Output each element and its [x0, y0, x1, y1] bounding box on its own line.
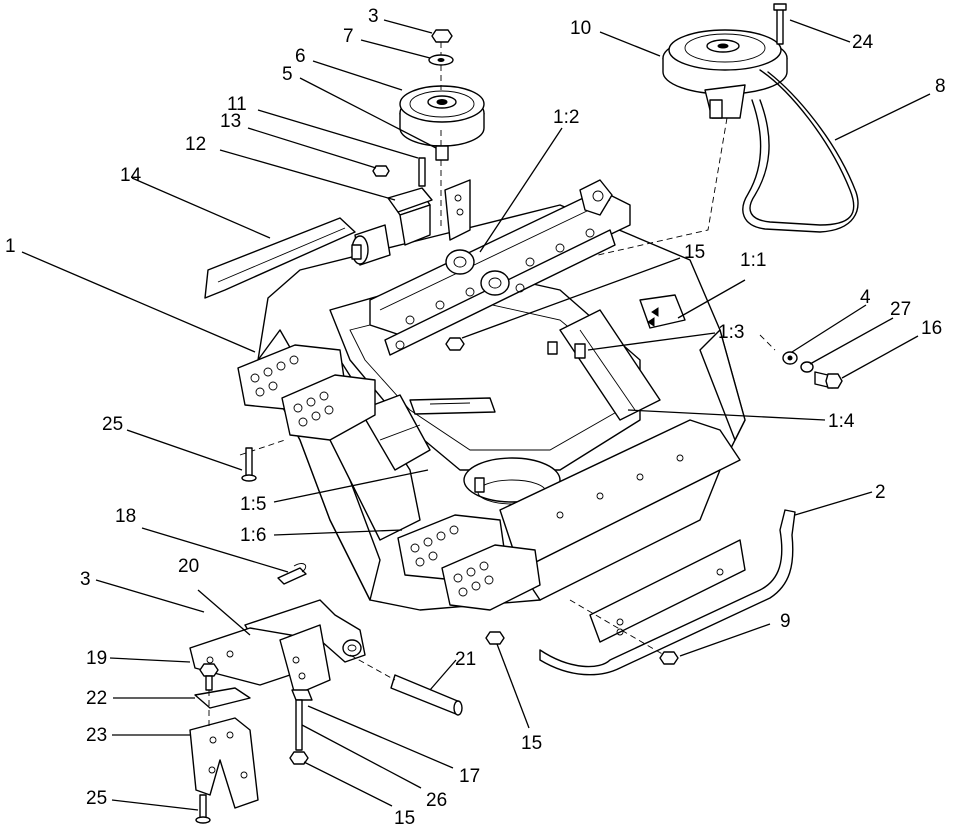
callout-13: 13 — [220, 111, 241, 132]
callout-15-upper: 15 — [684, 242, 705, 263]
callout-labels: 3 7 6 5 11 13 12 14 1 1:2 10 24 8 15 1:1… — [5, 6, 946, 829]
height-holes-rear-2 — [293, 391, 334, 427]
callout-1: 1 — [5, 236, 16, 257]
callout-5: 5 — [282, 64, 293, 85]
callout-2: 2 — [875, 482, 886, 503]
callout-16: 16 — [921, 318, 942, 339]
callout-26: 26 — [426, 790, 447, 811]
callout-4: 4 — [860, 287, 871, 308]
idler-pulley — [399, 85, 485, 147]
callout-9: 9 — [780, 611, 791, 632]
callout-1-6: 1:6 — [240, 525, 266, 546]
hitch-assembly — [189, 563, 463, 824]
callout-18: 18 — [115, 506, 136, 527]
idler-bracket — [387, 187, 433, 213]
front-bumper — [539, 509, 796, 676]
beam-holes — [395, 228, 595, 350]
nut-13 — [372, 165, 390, 177]
callout-20: 20 — [178, 556, 199, 577]
callout-19: 19 — [86, 648, 107, 669]
callout-6: 6 — [295, 46, 306, 67]
callout-15-lower: 15 — [394, 808, 415, 829]
callout-12: 12 — [185, 134, 206, 155]
nut-15-upper — [445, 337, 465, 351]
spindle-pulley-assembly — [662, 29, 788, 119]
callout-23: 23 — [86, 725, 107, 746]
callout-10: 10 — [570, 18, 591, 39]
callout-17: 17 — [459, 766, 480, 787]
main-deck-frame — [237, 179, 746, 611]
callout-22: 22 — [86, 688, 107, 709]
callout-25-lower: 25 — [86, 788, 107, 809]
rear-shield — [204, 217, 356, 299]
leader-lines — [21, 19, 931, 811]
height-holes-front — [410, 525, 459, 567]
callout-1-5: 1:5 — [240, 494, 266, 515]
callout-21: 21 — [455, 649, 476, 670]
lockwasher-27 — [800, 361, 814, 373]
callout-15-center: 15 — [521, 733, 542, 754]
rail-holes — [556, 454, 684, 519]
callout-1-1: 1:1 — [740, 250, 766, 271]
callout-1-3: 1:3 — [718, 322, 744, 343]
height-holes-rear — [250, 355, 299, 397]
callout-27: 27 — [890, 299, 911, 320]
height-holes-front-2 — [453, 561, 494, 597]
bolt-24 — [776, 7, 784, 45]
spacer-5 — [435, 145, 449, 161]
callout-25-upper: 25 — [102, 414, 123, 435]
callout-1-4: 1:4 — [828, 411, 855, 432]
callout-14: 14 — [120, 165, 142, 186]
drive-belt — [749, 69, 855, 226]
callout-3-top: 3 — [368, 6, 379, 27]
callout-7: 7 — [343, 26, 354, 47]
callout-3-lower: 3 — [80, 569, 91, 590]
callout-11: 11 — [227, 94, 247, 115]
callout-8: 8 — [935, 76, 946, 97]
callout-24: 24 — [852, 32, 874, 53]
bolt-9 — [659, 651, 679, 665]
nut-15-center — [485, 631, 505, 645]
bolt-11 — [418, 157, 426, 187]
nut-3-top — [431, 29, 453, 43]
bolt-25-upper — [245, 447, 253, 477]
callout-1-2: 1:2 — [553, 107, 579, 128]
